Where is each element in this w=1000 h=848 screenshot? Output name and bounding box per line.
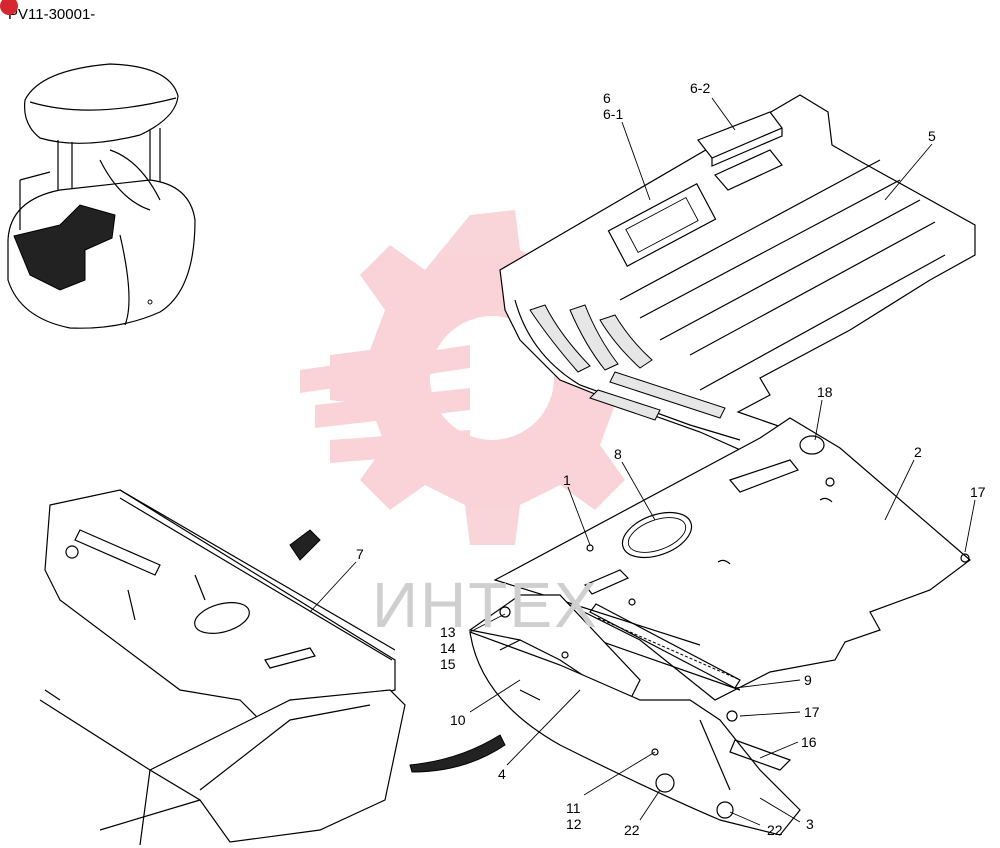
callout-22-left: 22 (624, 822, 640, 838)
part-code-header: PV11-30001- (0, 0, 96, 23)
callout-14: 14 (440, 640, 456, 656)
callout-9: 9 (804, 672, 812, 688)
marker-badge-icon (0, 0, 18, 15)
leader-lines (309, 97, 976, 826)
callout-5: 5 (928, 128, 936, 144)
callout-8: 8 (614, 446, 622, 462)
callout-11: 11 (566, 800, 581, 816)
callout-6: 6 (603, 90, 611, 106)
callout-13: 13 (440, 624, 456, 640)
floor-mat (499, 94, 976, 463)
callout-22-right: 22 (767, 822, 783, 838)
machine-thumbnail (7, 63, 196, 329)
callout-6-1: 6-1 (603, 106, 624, 122)
callout-4: 4 (498, 766, 506, 782)
callout-7: 7 (356, 546, 364, 562)
callout-18: 18 (817, 384, 833, 400)
callout-16: 16 (801, 734, 817, 750)
callout-10: 10 (450, 712, 466, 728)
watermark-text: ИНТЕХ (372, 569, 599, 641)
callout-1: 1 (563, 472, 571, 488)
callout-3: 3 (806, 816, 814, 832)
callout-17-bottom: 17 (804, 704, 820, 720)
floor-plate (493, 417, 971, 701)
side-plate-assembly (39, 489, 506, 846)
part-code: PV11-30001- (8, 6, 96, 23)
callout-6-2: 6-2 (690, 80, 711, 96)
callout-17-top: 17 (970, 484, 986, 500)
callout-15: 15 (440, 656, 456, 672)
callout-12: 12 (566, 816, 582, 832)
callout-2: 2 (914, 444, 922, 460)
